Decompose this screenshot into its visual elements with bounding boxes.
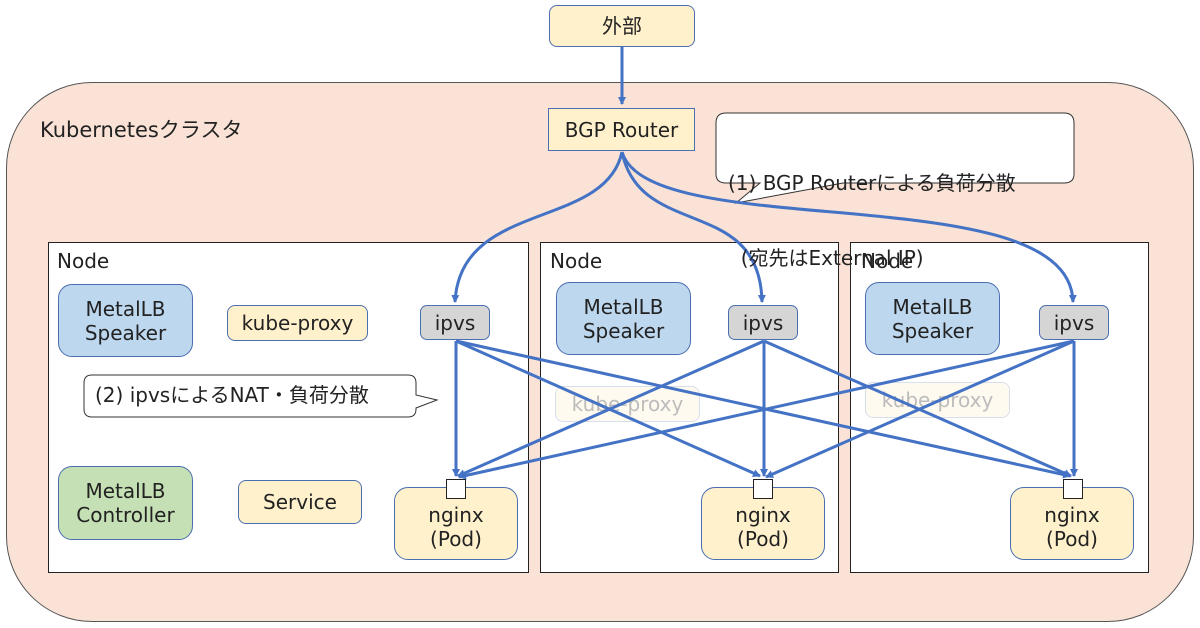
speaker-line1: MetalLB xyxy=(583,294,664,319)
external-box[interactable]: 外部 xyxy=(549,5,695,47)
arrow-ipvs3-to-pod2 xyxy=(765,339,1075,479)
speaker-line2: Speaker xyxy=(84,320,167,345)
controller-line1: MetalLB xyxy=(85,479,166,503)
pod-line2: (Pod) xyxy=(430,526,482,551)
pod-line2: (Pod) xyxy=(1046,526,1098,551)
speaker-line2: Speaker xyxy=(582,318,665,343)
pod-line1: nginx xyxy=(428,502,484,527)
pod-line1: nginx xyxy=(1044,502,1100,527)
node-1-ipvs[interactable]: ipvs xyxy=(420,305,490,340)
callout-1-line2: (宛先はExternal IP) xyxy=(728,246,924,270)
callout-1-line1: (1) BGP Routerによる負荷分散 xyxy=(728,171,1016,195)
arrow-router-to-ipvs-3 xyxy=(620,151,1077,303)
node-3-ipvs[interactable]: ipvs xyxy=(1039,305,1109,340)
cluster-label: Kubernetesクラスタ xyxy=(40,118,243,142)
node-3-nginx-pod[interactable]: nginx(Pod) xyxy=(1010,487,1134,560)
node-1-nginx-pod[interactable]: nginx(Pod) xyxy=(394,487,518,560)
controller-line2: Controller xyxy=(76,503,175,527)
pod-line1: nginx xyxy=(735,502,791,527)
callout-1-bubble xyxy=(715,112,1075,204)
node-2-pod-port xyxy=(753,479,773,499)
bgp-router-box[interactable]: BGP Router xyxy=(548,108,695,151)
speaker-line1: MetalLB xyxy=(892,294,973,319)
arrow-router-to-ipvs-1 xyxy=(451,151,624,303)
arrow-ipvs3-to-pod1 xyxy=(458,339,1075,480)
node-1-label: Node xyxy=(57,249,110,273)
node-1-pod-port xyxy=(446,479,466,499)
arrow-router-to-ipvs-2 xyxy=(620,151,766,303)
node-3-pod-port xyxy=(1063,479,1083,499)
callout-2-bubble xyxy=(83,374,439,418)
node-3-label: Node xyxy=(861,249,914,273)
node-1-service[interactable]: Service xyxy=(238,480,362,524)
callout-1: (1) BGP Routerによる負荷分散 (宛先はExternal IP) xyxy=(728,121,1016,296)
pod-line2: (Pod) xyxy=(737,526,789,551)
node-2-ipvs[interactable]: ipvs xyxy=(728,305,798,340)
speaker-line2: Speaker xyxy=(891,318,974,343)
node-1-kube-proxy[interactable]: kube-proxy xyxy=(227,305,368,341)
callout-2: (2) ipvsによるNAT・負荷分散 xyxy=(95,383,369,407)
node-2-label: Node xyxy=(550,249,603,273)
arrow-ipvs2-to-pod1 xyxy=(457,339,765,478)
speaker-line1: MetalLB xyxy=(85,296,166,321)
node-2-nginx-pod[interactable]: nginx(Pod) xyxy=(701,487,825,560)
